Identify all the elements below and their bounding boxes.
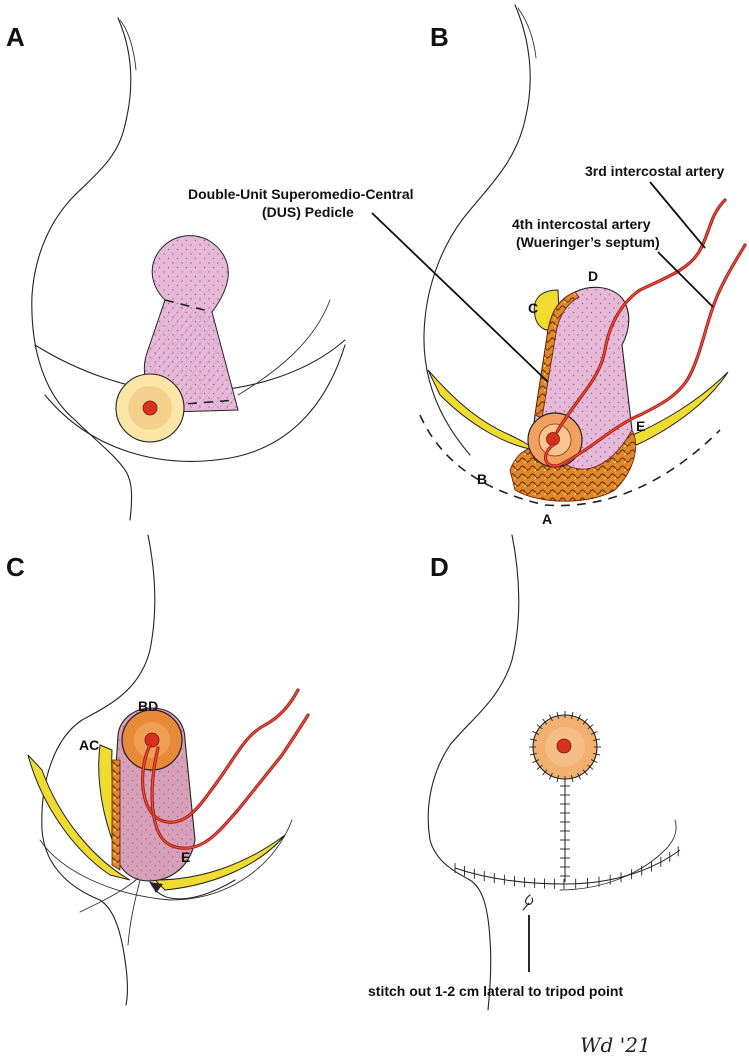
panel-c-suture-thread [79,877,141,946]
areolar-suture-tick [536,764,543,770]
panel-b-pedicle-label-line2: (DUS) Pedicle [262,204,354,220]
panel-b-point-e: E [636,418,645,434]
panel-d-chest-wall [559,819,677,891]
panel-b-letter: B [430,22,449,52]
areolar-suture-tick [529,753,537,756]
areolar-suture-tick [571,711,574,719]
panel-b-point-b: B [477,471,487,487]
panel-b-artery4-label-line1: 4th intercostal artery [512,216,651,232]
areolar-suture-tick [582,769,588,776]
panel-d-stitch-label: stitch out 1-2 cm lateral to tripod poin… [368,983,623,999]
panel-d-body-contour [427,534,520,1011]
panel-b: B Double-Unit Superomedio-Central (DUS) … [188,4,747,527]
panel-b-fat-left [427,369,537,451]
panel-b-pedicle-leader [371,212,549,383]
panel-a-chest-line [237,299,331,396]
areolar-suture-tick [571,775,574,783]
panel-b-dashed-lower-outline [419,414,721,507]
panel-b-artery3-label: 3rd intercostal artery [585,163,724,179]
panel-a-shoulder-line [119,19,137,71]
areolar-suture-tick [536,724,543,730]
panel-a-nipple [142,400,158,416]
areolar-suture-tick [593,738,601,741]
areolar-suture-tick [590,730,598,735]
areolar-suture-tick [590,759,598,764]
panel-b-crust-medial [534,291,580,419]
panel-a-pedicle-dashed-base [171,399,237,406]
panel-b-artery3-leader [649,181,706,249]
areolar-suture-tick [577,772,582,780]
panel-b-3rd-intercostal-artery-highlight [556,199,726,433]
panel-c-lower-curve [39,819,293,901]
panel-a-pedicle-dashed-top [164,299,213,313]
panel-c-crust-medial [111,759,121,871]
areolar-suture-tick [577,714,582,722]
panel-a-letter: A [6,22,25,52]
panel-b-artery4-label-line2: (Wueringer’s septum) [516,234,660,250]
panel-b-fat-right [619,371,729,449]
panel-c-point-bd: BD [138,698,158,714]
panel-c-letter: C [6,552,25,582]
panel-b-artery4-leader [657,251,714,308]
panel-c-nipple [144,732,160,748]
areolar-suture-tick [587,764,594,770]
panel-d-inframammary-scar-sutures [454,846,679,889]
areolar-suture-tick [582,718,588,725]
panel-c-rotation-arrowhead [150,882,163,893]
areolar-suture-tick [542,769,548,776]
areolar-suture-tick [548,772,553,780]
areolar-suture-tick [556,775,559,783]
panel-b-4th-intercostal-artery-highlight [544,244,746,467]
areolar-suture-tick [593,753,601,756]
panel-a-lower-curve [44,344,346,462]
panel-c-fat-right [153,834,286,891]
panel-b-pedicle-label-line1: Double-Unit Superomedio-Central [188,186,414,202]
panel-d-nipple [556,738,572,754]
panel-b-point-c: C [528,300,538,316]
areolar-suture-tick [542,718,548,725]
areolar-suture-tick [587,724,594,730]
panel-c-point-e: E [181,849,190,865]
panel-b-point-a: A [542,511,552,527]
panel-c-artery-1-highlight [141,689,299,823]
panel-d: D stitch out 1-2 cm lateral to tripod po… [368,534,681,1011]
areolar-suture-tick [548,714,553,722]
areolar-suture-tick [556,711,559,719]
panel-c-point-ac: AC [79,737,99,753]
panel-b-point-d: D [588,268,598,284]
panel-d-letter: D [430,552,449,582]
areolar-suture-tick [529,738,537,741]
panel-a: A [6,17,346,521]
panel-c-artery-2-highlight [151,714,309,849]
panel-c-body-contour [41,534,156,1006]
panel-a-body-contour [31,17,133,521]
panel-b-shoulder-line [517,7,537,59]
areolar-suture-tick [532,759,540,764]
panel-c: C BD AC E [6,534,310,1006]
panel-b-body-contour [423,4,531,456]
panel-d-vertical-scar-sutures [560,785,570,877]
panel-c-fat-left [27,754,131,881]
areolar-suture-tick [532,730,540,735]
artist-signature: Wd '21 [580,1033,651,1057]
panel-d-stitch-knot [522,894,534,911]
